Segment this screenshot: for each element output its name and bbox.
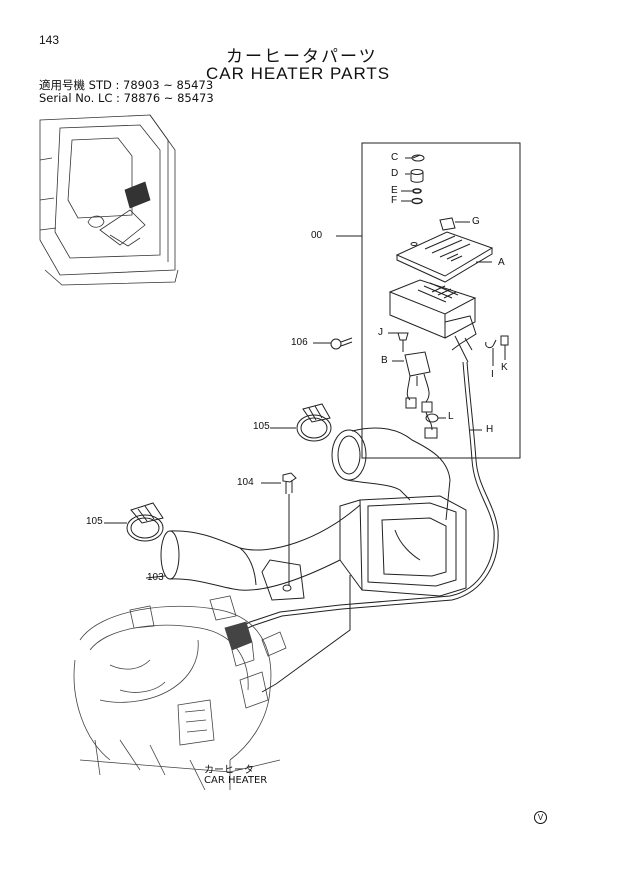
hose-103-drawing bbox=[145, 504, 361, 601]
control-cable-drawing bbox=[241, 361, 499, 631]
callout-d: D bbox=[391, 168, 399, 179]
callout-103: 103 bbox=[147, 572, 164, 583]
callout-h: H bbox=[486, 424, 494, 435]
page-title-jp: カーヒータパーツ bbox=[226, 47, 378, 67]
callout-c: C bbox=[391, 152, 399, 163]
serial-line-lc: Serial No. LC : 78876 ~ 85473 bbox=[39, 91, 214, 105]
hose-clamp-upper-drawing bbox=[270, 403, 332, 442]
callout-e: E bbox=[391, 185, 398, 196]
callout-b: B bbox=[381, 355, 388, 366]
small-fasteners-drawing bbox=[388, 332, 509, 366]
callout-l: L bbox=[448, 411, 454, 422]
page-number: 143 bbox=[39, 33, 60, 47]
control-unit-drawing bbox=[388, 279, 477, 363]
part-g-drawing bbox=[439, 217, 470, 231]
panel-plate-drawing bbox=[395, 231, 494, 283]
hose-clamp-lower-drawing bbox=[104, 502, 164, 542]
cab-overview-drawing bbox=[39, 114, 179, 286]
knob-parts-drawing bbox=[401, 154, 425, 205]
callout-g: G bbox=[472, 216, 480, 227]
callout-105-lower: 105 bbox=[86, 516, 103, 527]
callout-00: 00 bbox=[311, 230, 323, 241]
figure-label-jp: カーヒータ bbox=[204, 765, 254, 776]
location-leader-line bbox=[261, 575, 351, 693]
bolt-104-drawing bbox=[261, 472, 297, 585]
callout-104: 104 bbox=[237, 477, 254, 488]
bolt-106-drawing bbox=[313, 337, 353, 350]
blower-motor-drawing bbox=[392, 351, 446, 439]
callout-j: J bbox=[378, 327, 383, 338]
callout-105-upper: 105 bbox=[253, 421, 270, 432]
revision-mark: V bbox=[534, 811, 547, 824]
callout-i: I bbox=[491, 369, 494, 380]
control-panel-callout-box bbox=[336, 142, 521, 459]
callout-f: F bbox=[391, 195, 398, 206]
serial-line-std: 適用号機 STD : 78903 ~ 85473 bbox=[39, 78, 214, 92]
figure-label-en: CAR HEATER bbox=[204, 775, 268, 786]
page-title-en: CAR HEATER PARTS bbox=[206, 64, 391, 83]
callout-106: 106 bbox=[291, 337, 308, 348]
callout-a: A bbox=[498, 257, 505, 268]
engine-area-drawing bbox=[73, 595, 287, 791]
callout-k: K bbox=[501, 362, 508, 373]
heater-duct-drawing bbox=[331, 427, 467, 597]
